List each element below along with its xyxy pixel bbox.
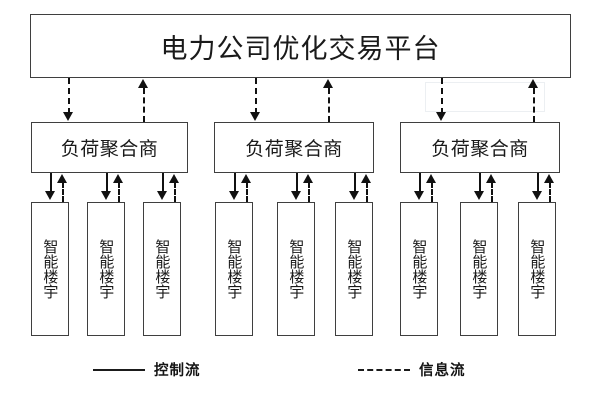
- stray-rectangle-artifact: [425, 82, 545, 112]
- building-box-2: 智能楼宇: [87, 202, 125, 336]
- flow-building-6-to-aggregator-2: [366, 182, 368, 202]
- arrowhead-aggregator-2-to-platform: [323, 79, 333, 88]
- arrowhead-aggregator-1-to-building-2: [101, 191, 111, 200]
- arrowhead-platform-to-aggregator-1: [63, 112, 73, 121]
- arrowhead-building-7-to-aggregator-3: [426, 174, 436, 183]
- flow-aggregator-2-to-building-6: [354, 173, 356, 193]
- flow-building-8-to-aggregator-3: [491, 182, 493, 202]
- arrowhead-building-3-to-aggregator-1: [169, 174, 179, 183]
- building-label-7: 智能楼宇: [410, 239, 429, 299]
- flow-building-7-to-aggregator-3: [431, 182, 433, 202]
- flow-aggregator-3-to-platform: [533, 88, 535, 122]
- aggregator-box-2: 负荷聚合商: [214, 122, 374, 173]
- legend-item-info-flow: 信息流: [358, 359, 466, 380]
- flow-building-4-to-aggregator-2: [246, 182, 248, 202]
- flow-aggregator-1-to-platform: [143, 88, 145, 122]
- flow-building-1-to-aggregator-1: [62, 182, 64, 202]
- flow-aggregator-3-to-building-7: [419, 173, 421, 193]
- building-label-4: 智能楼宇: [225, 239, 244, 299]
- building-label-1: 智能楼宇: [41, 239, 60, 299]
- flow-aggregator-3-to-building-8: [479, 173, 481, 193]
- flow-aggregator-3-to-building-9: [537, 173, 539, 193]
- flow-aggregator-2-to-building-4: [234, 173, 236, 193]
- arrowhead-building-1-to-aggregator-1: [57, 174, 67, 183]
- arrowhead-building-9-to-aggregator-3: [544, 174, 554, 183]
- legend-label-info-flow: 信息流: [419, 363, 466, 379]
- building-label-6: 智能楼宇: [345, 239, 364, 299]
- arrowhead-aggregator-3-to-building-9: [532, 191, 542, 200]
- flow-aggregator-1-to-building-1: [50, 173, 52, 193]
- building-label-8: 智能楼宇: [470, 239, 489, 299]
- arrowhead-building-6-to-aggregator-2: [361, 174, 371, 183]
- flow-platform-to-aggregator-2: [255, 78, 257, 114]
- legend: 控制流 信息流: [0, 355, 600, 387]
- building-box-4: 智能楼宇: [215, 202, 253, 336]
- arrowhead-aggregator-2-to-building-6: [349, 191, 359, 200]
- dashed-line-swatch-icon: [358, 368, 410, 371]
- arrowhead-aggregator-1-to-platform: [138, 79, 148, 88]
- aggregator-box-1: 负荷聚合商: [31, 122, 188, 173]
- legend-item-control-flow: 控制流: [93, 359, 201, 380]
- building-label-2: 智能楼宇: [97, 239, 116, 299]
- arrowhead-aggregator-3-to-building-7: [414, 191, 424, 200]
- flow-building-9-to-aggregator-3: [549, 182, 551, 202]
- arrowhead-building-4-to-aggregator-2: [241, 174, 251, 183]
- building-label-3: 智能楼宇: [153, 239, 172, 299]
- arrowhead-building-5-to-aggregator-2: [303, 174, 313, 183]
- building-box-1: 智能楼宇: [31, 202, 69, 336]
- building-box-3: 智能楼宇: [143, 202, 181, 336]
- flow-aggregator-2-to-building-5: [296, 173, 298, 193]
- arrowhead-platform-to-aggregator-2: [250, 112, 260, 121]
- building-box-6: 智能楼宇: [335, 202, 373, 336]
- building-label-5: 智能楼宇: [287, 239, 306, 299]
- arrowhead-building-2-to-aggregator-1: [113, 174, 123, 183]
- building-box-5: 智能楼宇: [277, 202, 315, 336]
- platform-box: 电力公司优化交易平台: [30, 14, 571, 78]
- flow-aggregator-2-to-platform: [328, 88, 330, 122]
- flow-platform-to-aggregator-1: [68, 78, 70, 114]
- aggregator-label-2: 负荷聚合商: [245, 138, 343, 160]
- aggregator-label-1: 负荷聚合商: [60, 138, 159, 160]
- arrowhead-aggregator-2-to-building-5: [291, 191, 301, 200]
- aggregator-label-3: 负荷聚合商: [431, 138, 529, 160]
- solid-line-swatch-icon: [93, 368, 145, 371]
- flow-platform-to-aggregator-3: [441, 78, 443, 114]
- flow-building-5-to-aggregator-2: [308, 182, 310, 202]
- legend-label-control-flow: 控制流: [154, 363, 201, 379]
- arrowhead-platform-to-aggregator-3: [436, 112, 446, 121]
- arrowhead-aggregator-1-to-building-1: [45, 191, 55, 200]
- arrowhead-building-8-to-aggregator-3: [486, 174, 496, 183]
- building-box-7: 智能楼宇: [400, 202, 438, 336]
- arrowhead-aggregator-3-to-platform: [528, 79, 538, 88]
- arrowhead-aggregator-2-to-building-4: [229, 191, 239, 200]
- flow-aggregator-1-to-building-2: [106, 173, 108, 193]
- flow-building-2-to-aggregator-1: [118, 182, 120, 202]
- building-box-8: 智能楼宇: [460, 202, 498, 336]
- arrowhead-aggregator-1-to-building-3: [157, 191, 167, 200]
- flow-aggregator-1-to-building-3: [162, 173, 164, 193]
- aggregator-box-3: 负荷聚合商: [400, 122, 560, 173]
- flow-building-3-to-aggregator-1: [174, 182, 176, 202]
- building-label-9: 智能楼宇: [528, 239, 547, 299]
- arrowhead-aggregator-3-to-building-8: [474, 191, 484, 200]
- building-box-9: 智能楼宇: [518, 202, 556, 336]
- platform-label: 电力公司优化交易平台: [160, 33, 441, 65]
